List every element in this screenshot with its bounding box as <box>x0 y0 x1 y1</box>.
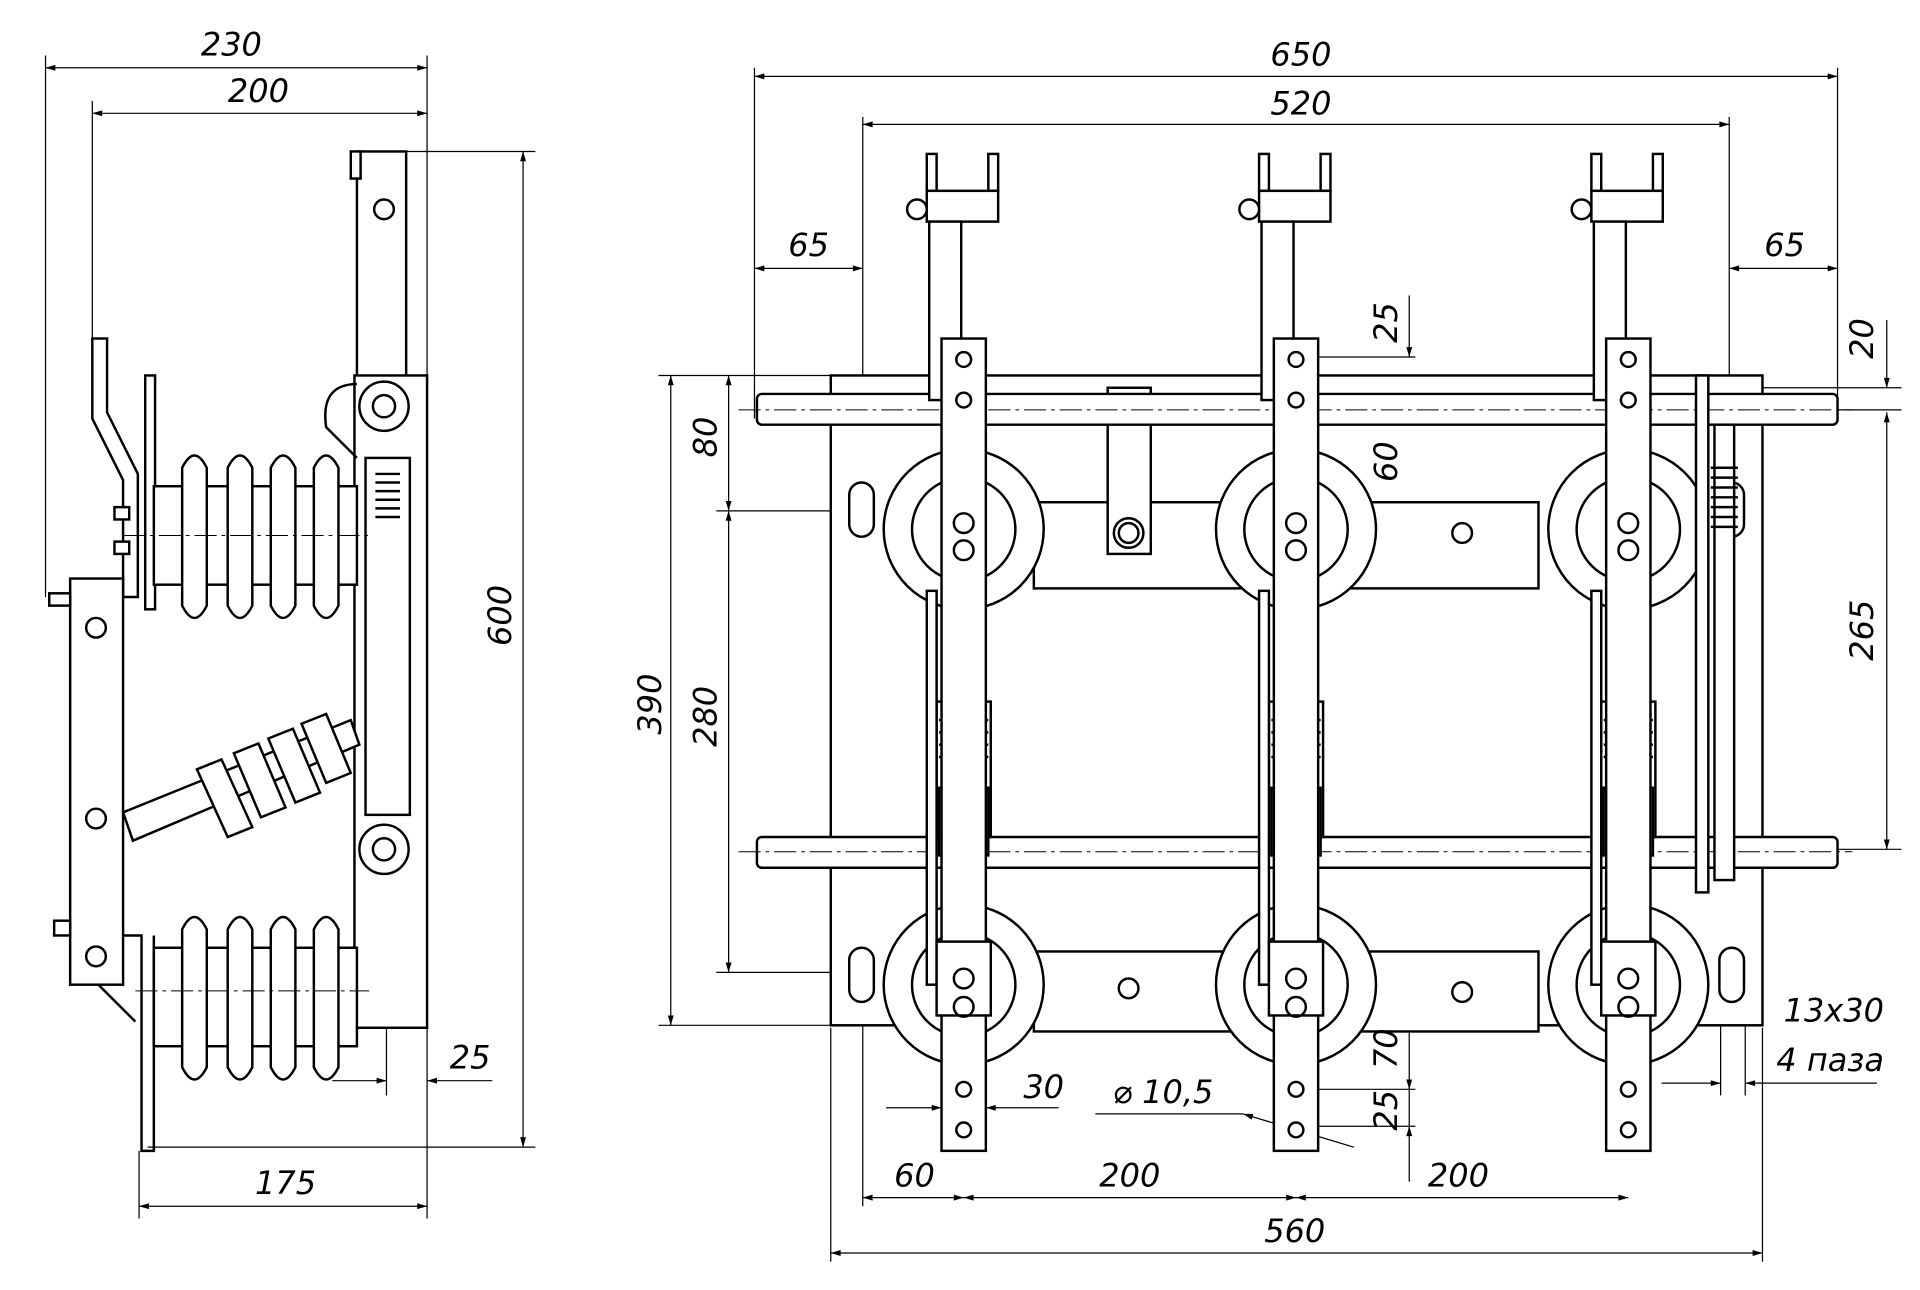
dim-600: 600 <box>481 585 519 646</box>
side-insulator-bottom <box>135 915 370 1081</box>
dim-280: 280 <box>686 686 724 747</box>
dim-65-left: 65 <box>788 226 829 264</box>
dim-175: 175 <box>255 1164 316 1202</box>
dim-65-right: 65 <box>1764 226 1805 264</box>
dim-520: 520 <box>1270 85 1331 123</box>
pole-1 <box>882 152 1045 1153</box>
dim-25-bottom: 25 <box>1367 1090 1405 1131</box>
dim-25-side: 25 <box>450 1038 491 1076</box>
dim-80: 80 <box>686 417 724 458</box>
pole-2 <box>1214 152 1378 1153</box>
dim-200-left: 200 <box>1099 1157 1160 1195</box>
slot-size-note: 13x30 <box>1784 992 1884 1030</box>
dim-200-right: 200 <box>1428 1157 1489 1195</box>
dim-230: 230 <box>201 25 262 63</box>
dim-70: 70 <box>1367 1028 1405 1069</box>
side-insulator-top <box>123 454 370 620</box>
dim-20: 20 <box>1843 318 1881 359</box>
pole-3 <box>1547 152 1710 1153</box>
dim-25-top: 25 <box>1367 302 1405 343</box>
dim-hole-diameter: ⌀ 10,5 <box>1113 1073 1214 1111</box>
side-insulator-diagonal <box>121 712 361 843</box>
front-view: 650 520 65 65 25 20 80 60 390 280 265 70… <box>631 35 1902 1262</box>
slot-count-note: 4 паза <box>1776 1041 1884 1079</box>
dim-30: 30 <box>1023 1068 1064 1106</box>
side-view: 230 200 600 175 25 <box>44 25 536 1219</box>
dim-200: 200 <box>228 72 289 110</box>
dim-60-vertical: 60 <box>1367 441 1405 482</box>
dim-390: 390 <box>631 674 669 735</box>
dim-560: 560 <box>1264 1212 1325 1250</box>
dim-265: 265 <box>1843 600 1881 661</box>
dim-650: 650 <box>1270 35 1331 73</box>
dim-60-horizontal: 60 <box>894 1157 935 1195</box>
